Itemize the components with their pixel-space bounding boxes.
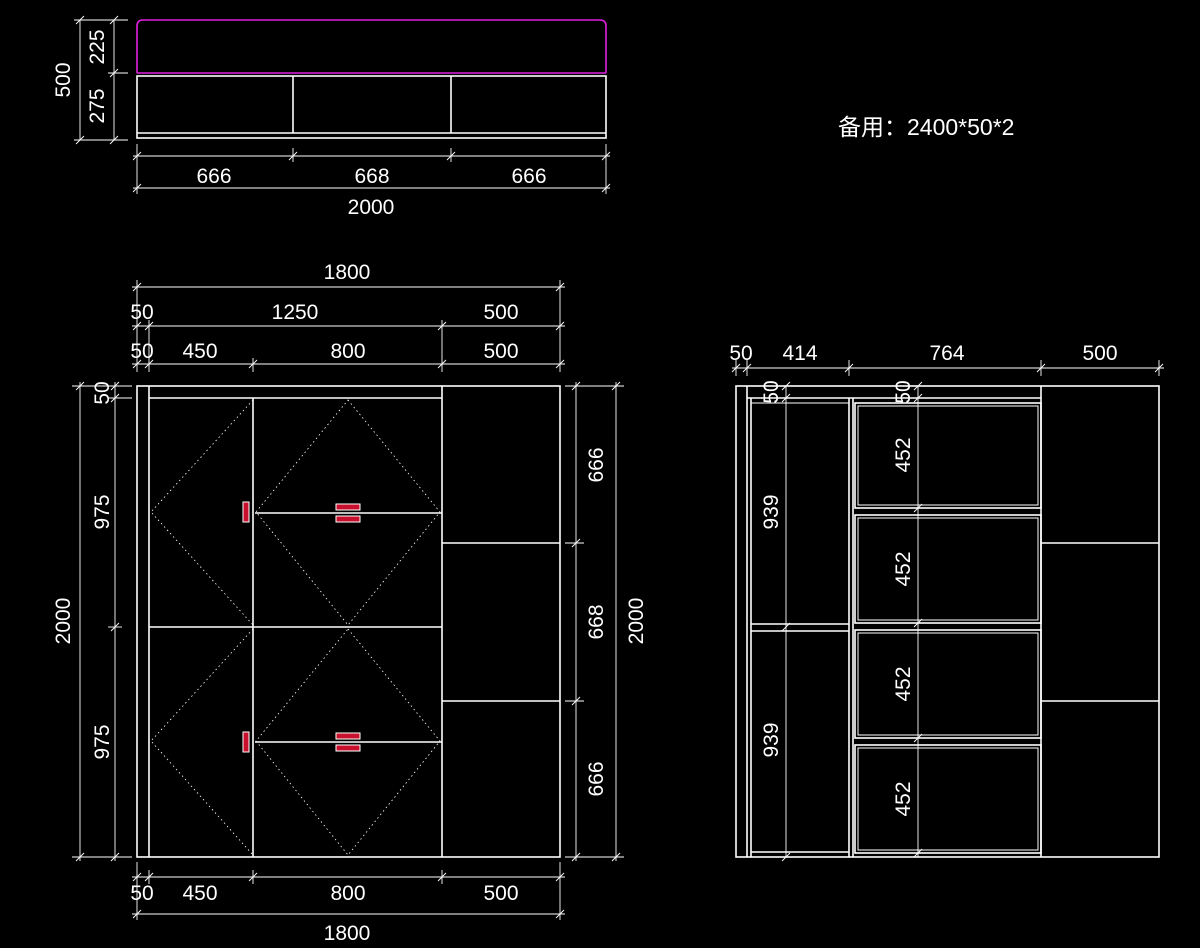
side-view: 50 414 764 500 [729,342,1164,862]
front-view-bottom-total: 1800 [324,922,371,945]
top-view-upper-panel [136,19,607,73]
front-view-bottom-2: 450 [182,882,217,905]
side-view-shelf-3: 452 [892,666,915,701]
front-view-right-total: 2000 [625,598,648,645]
front-view-handle-upper-left [242,501,250,523]
front-view-left-dims: 50 975 975 2000 [52,381,132,862]
front-view: 1800 50 1250 500 50 450 800 500 [52,261,648,945]
top-view-height-dims: 500 225 275 [52,15,128,145]
top-view-height-upper: 225 [86,29,109,64]
front-view-row-a-1: 50 [130,301,153,324]
side-view-left-dims: 50 939 939 [760,380,791,862]
side-view-width-4: 500 [1082,342,1117,365]
front-view-row-b-4: 500 [483,340,518,363]
front-view-bottom-3: 800 [330,882,365,905]
side-view-shelf-4: 452 [892,781,915,816]
front-view-handle-upper-2 [335,515,361,523]
front-view-left-lower: 975 [91,724,114,759]
side-view-left-column [751,398,854,857]
front-view-bottom-4: 500 [483,882,518,905]
top-view-width-1: 666 [196,165,231,188]
side-view-left-top: 50 [760,380,783,403]
side-view-width-1: 50 [729,342,752,365]
front-view-width-total: 1800 [324,261,371,284]
top-view-width-2: 668 [354,165,389,188]
front-view-row-a-3: 500 [483,301,518,324]
top-view-height-lower: 275 [86,88,109,123]
side-view-left-upper: 939 [760,494,783,529]
front-view-handle-lower-left [242,731,250,753]
front-view-right-1: 666 [585,447,608,482]
front-view-row-a-2: 1250 [272,301,319,324]
front-view-row-b-1: 50 [130,340,153,363]
top-view-width-dims: 666 668 666 2000 [132,144,611,219]
top-view: 500 225 275 666 668 666 2000 [52,15,611,219]
front-view-top-dims: 1800 50 1250 500 50 450 800 500 [130,261,565,372]
side-view-shelf-1: 452 [892,437,915,472]
side-view-top-dims: 50 414 764 500 [729,342,1164,376]
top-view-width-total: 2000 [348,196,395,219]
front-view-right-2: 668 [585,604,608,639]
front-view-left-top: 50 [91,381,114,404]
front-view-left-total: 2000 [52,598,75,645]
front-view-handle-lower-1 [335,732,361,740]
front-view-bottom-1: 50 [130,882,153,905]
top-view-width-3: 666 [511,165,546,188]
front-view-left-upper: 975 [91,494,114,529]
side-view-width-3: 764 [929,342,964,365]
front-view-outline [136,385,561,858]
top-view-lower-body [136,75,607,139]
front-view-right-3: 666 [585,761,608,796]
front-view-handle-lower-2 [335,744,361,752]
side-view-shelf-dims: 50 452 452 452 452 [892,380,923,858]
spare-material-note: 备用：2400*50*2 [838,114,1014,140]
front-view-row-b-2: 450 [182,340,217,363]
front-view-door-swing-marks [150,399,441,856]
side-view-shelf-2: 452 [892,551,915,586]
side-view-mid-top: 50 [892,380,915,403]
top-view-height-total: 500 [52,62,75,97]
front-view-row-b-3: 800 [330,340,365,363]
side-view-outline [735,385,1160,858]
side-view-width-2: 414 [782,342,817,365]
side-view-drawer-boxes [854,402,1042,854]
front-view-handle-upper-1 [335,503,361,511]
front-view-bottom-dims: 50 450 800 500 1800 [130,862,565,945]
front-view-right-dims: 666 668 666 2000 [565,381,648,862]
side-view-left-lower: 939 [760,722,783,757]
